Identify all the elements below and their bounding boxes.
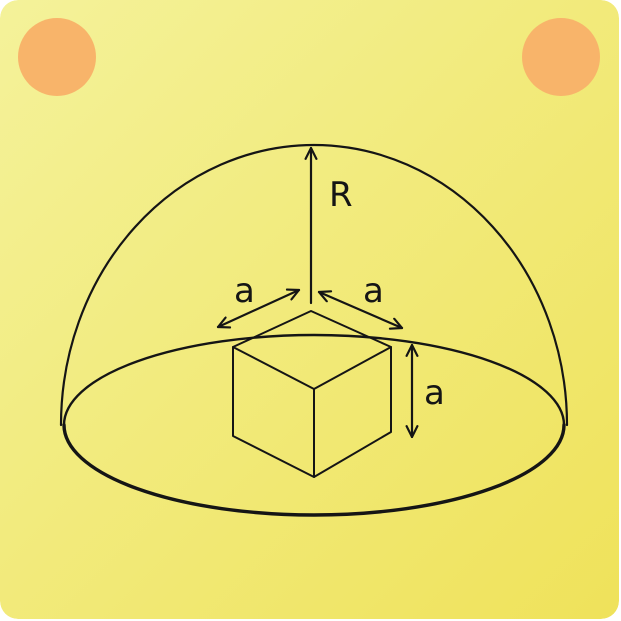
edge-left-label: a: [234, 271, 255, 311]
radius-label: R: [329, 175, 353, 215]
edge-right-label: a: [363, 271, 384, 311]
top-right-dot: [522, 18, 600, 96]
base-ellipse-front: [62, 423, 566, 517]
cube-left-face: [232, 346, 315, 478]
hemisphere-dome: [59, 143, 569, 427]
edge-height-label: a: [424, 373, 445, 413]
base-ellipse-back: [62, 333, 566, 427]
edge-left-arrow: [216, 288, 301, 329]
cube-right-face: [313, 346, 392, 478]
edge-right-arrow: [317, 290, 404, 330]
drawing: [59, 143, 569, 517]
top-left-dot: [18, 18, 96, 96]
